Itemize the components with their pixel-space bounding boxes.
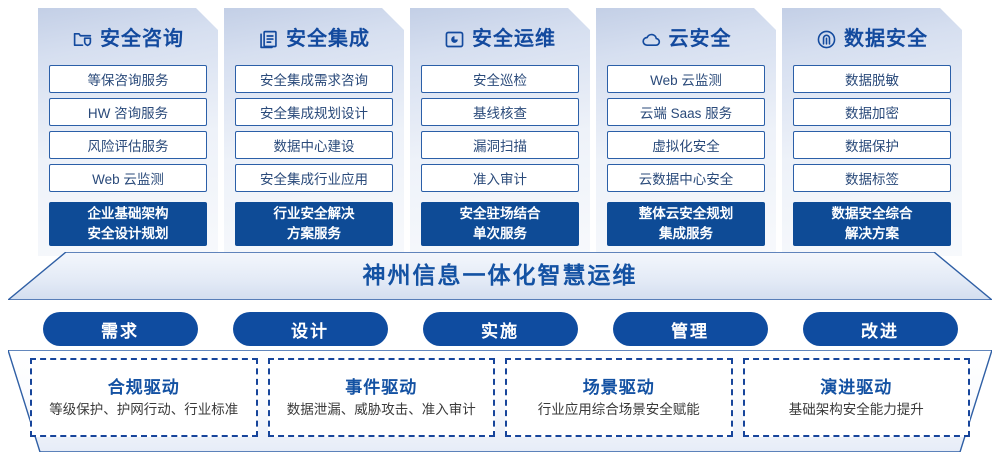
service-item[interactable]: 云端 Saas 服务 xyxy=(607,98,765,126)
card-title: 云安全 xyxy=(668,28,732,50)
card-summary[interactable]: 整体云安全规划 集成服务 xyxy=(607,202,765,246)
card-summary[interactable]: 数据安全综合 解决方案 xyxy=(793,202,951,246)
phase-pill-requirement[interactable]: 需求 xyxy=(42,312,198,346)
phase-pill-implementation[interactable]: 实施 xyxy=(422,312,578,346)
card-header: 安全咨询 xyxy=(49,22,207,56)
driver-title: 演进驱动 xyxy=(820,377,893,397)
card-header: 安全运维 xyxy=(421,22,579,56)
phase-pills-row: 需求 设计 实施 管理 改进 xyxy=(0,312,1000,346)
service-item[interactable]: 数据脱敏 xyxy=(793,65,951,93)
monitor-chart-icon xyxy=(444,29,465,50)
cloud-icon xyxy=(641,29,662,50)
service-item[interactable]: 风险评估服务 xyxy=(49,131,207,159)
category-cards-row: 安全咨询 等保咨询服务 HW 咨询服务 风险评估服务 Web 云监测 企业基础架… xyxy=(0,8,1000,256)
summary-line: 安全驻场结合 xyxy=(459,206,541,222)
summary-line: 集成服务 xyxy=(659,226,713,241)
card-header: 云安全 xyxy=(607,22,765,56)
service-item[interactable]: 数据中心建设 xyxy=(235,131,393,159)
card-title: 安全运维 xyxy=(472,28,556,50)
driver-description: 数据泄漏、威胁攻击、准入审计 xyxy=(286,401,476,417)
platform-banner-title: 神州信息一体化智慧运维 xyxy=(362,261,638,288)
card-data-security[interactable]: 数据安全 数据脱敏 数据加密 数据保护 数据标签 数据安全综合 解决方案 xyxy=(782,8,962,256)
service-item[interactable]: 安全集成行业应用 xyxy=(235,164,393,192)
summary-line: 解决方案 xyxy=(845,226,899,241)
folder-shield-icon xyxy=(72,29,93,50)
service-item[interactable]: 虚拟化安全 xyxy=(607,131,765,159)
service-item[interactable]: 数据加密 xyxy=(793,98,951,126)
service-item[interactable]: 数据标签 xyxy=(793,164,951,192)
service-item[interactable]: 准入审计 xyxy=(421,164,579,192)
card-summary[interactable]: 安全驻场结合 单次服务 xyxy=(421,202,579,246)
service-item[interactable]: Web 云监测 xyxy=(49,164,207,192)
card-header: 安全集成 xyxy=(235,22,393,56)
summary-line: 行业安全解决 xyxy=(273,206,355,222)
driver-incident[interactable]: 事件驱动 数据泄漏、威胁攻击、准入审计 xyxy=(267,358,495,437)
card-title: 安全咨询 xyxy=(100,28,184,50)
service-item[interactable]: 漏洞扫描 xyxy=(421,131,579,159)
service-item[interactable]: HW 咨询服务 xyxy=(49,98,207,126)
service-item[interactable]: 安全集成需求咨询 xyxy=(235,65,393,93)
service-item[interactable]: 数据保护 xyxy=(793,131,951,159)
service-item[interactable]: Web 云监测 xyxy=(607,65,765,93)
driver-description: 等级保护、护网行动、行业标准 xyxy=(49,401,239,417)
card-title: 安全集成 xyxy=(286,28,370,50)
driver-description: 行业应用综合场景安全赋能 xyxy=(537,401,700,417)
phase-pill-improvement[interactable]: 改进 xyxy=(802,312,958,346)
driver-title: 事件驱动 xyxy=(345,377,418,397)
summary-line: 企业基础架构 xyxy=(87,206,169,222)
card-summary[interactable]: 企业基础架构 安全设计规划 xyxy=(49,202,207,246)
driver-scenario[interactable]: 场景驱动 行业应用综合场景安全赋能 xyxy=(505,358,733,437)
drivers-row: 合规驱动 等级保护、护网行动、行业标准 事件驱动 数据泄漏、威胁攻击、准入审计 … xyxy=(30,358,970,437)
driver-title: 场景驱动 xyxy=(582,377,655,397)
service-item[interactable]: 云数据中心安全 xyxy=(607,164,765,192)
summary-line: 单次服务 xyxy=(473,226,527,241)
card-security-operations[interactable]: 安全运维 安全巡检 基线核查 漏洞扫描 准入审计 安全驻场结合 单次服务 xyxy=(410,8,590,256)
fingerprint-icon xyxy=(816,29,837,50)
phase-pill-design[interactable]: 设计 xyxy=(232,312,388,346)
driver-description: 基础架构安全能力提升 xyxy=(788,401,924,417)
card-summary[interactable]: 行业安全解决 方案服务 xyxy=(235,202,393,246)
card-title: 数据安全 xyxy=(844,28,928,50)
card-cloud-security[interactable]: 云安全 Web 云监测 云端 Saas 服务 虚拟化安全 云数据中心安全 整体云… xyxy=(596,8,776,256)
service-item[interactable]: 安全巡检 xyxy=(421,65,579,93)
documents-copy-icon xyxy=(258,29,279,50)
card-security-integration[interactable]: 安全集成 安全集成需求咨询 安全集成规划设计 数据中心建设 安全集成行业应用 行… xyxy=(224,8,404,256)
service-item[interactable]: 基线核查 xyxy=(421,98,579,126)
platform-banner: 神州信息一体化智慧运维 xyxy=(8,252,992,300)
summary-line: 方案服务 xyxy=(287,226,341,241)
driver-compliance[interactable]: 合规驱动 等级保护、护网行动、行业标准 xyxy=(30,358,258,437)
service-item[interactable]: 等保咨询服务 xyxy=(49,65,207,93)
driver-title: 合规驱动 xyxy=(107,377,180,397)
summary-line: 安全设计规划 xyxy=(87,226,169,241)
summary-line: 整体云安全规划 xyxy=(638,206,734,222)
card-security-consulting[interactable]: 安全咨询 等保咨询服务 HW 咨询服务 风险评估服务 Web 云监测 企业基础架… xyxy=(38,8,218,256)
driver-evolution[interactable]: 演进驱动 基础架构安全能力提升 xyxy=(742,358,970,437)
card-header: 数据安全 xyxy=(793,22,951,56)
phase-pill-management[interactable]: 管理 xyxy=(612,312,768,346)
service-item[interactable]: 安全集成规划设计 xyxy=(235,98,393,126)
summary-line: 数据安全综合 xyxy=(831,206,913,222)
